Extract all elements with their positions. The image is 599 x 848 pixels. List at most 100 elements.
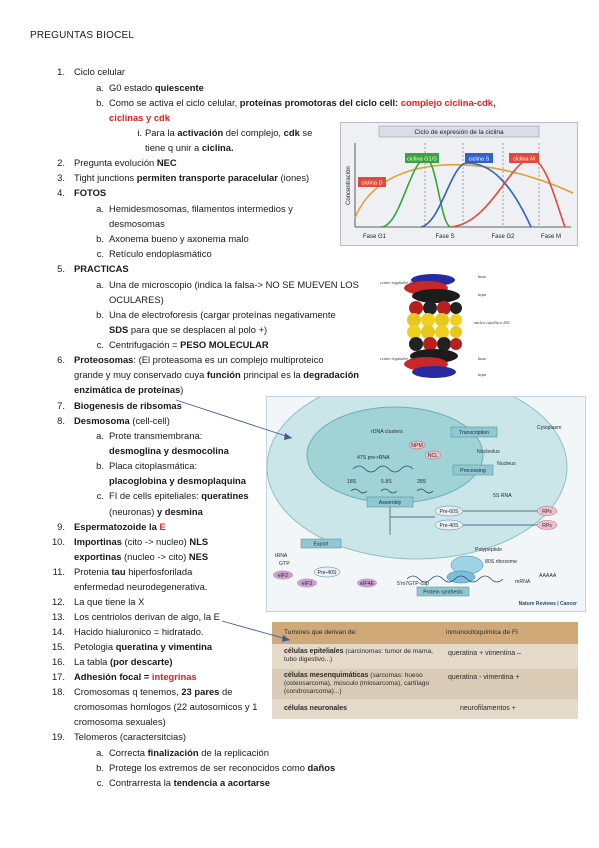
tumor-row-3-origin: células neuronales — [284, 705, 348, 712]
bold-fragment: NLS — [189, 536, 209, 547]
text-fragment: Tight junctions — [74, 172, 137, 183]
tumor-row-1-detail: (carcinomas: tumor de mama, tubo digesti… — [284, 648, 433, 663]
text-fragment: Placa citoplasmática: — [109, 460, 198, 471]
bold-fragment: Biogenesis de ribsomas — [74, 400, 182, 411]
tumor-table-head-1: Tumores que derivan de: — [284, 629, 358, 636]
text-fragment: OCULARES) — [109, 294, 164, 305]
item-number: i. — [137, 127, 142, 138]
cyclin-ylabel: Concentración — [346, 166, 352, 205]
tumor-row-1-ihc: queratina + vimentina – — [448, 650, 521, 657]
bold-fragment: Espermatozoide la — [74, 521, 160, 532]
item-text: tiene q unir a ciclina. — [145, 141, 234, 154]
item-number: a. — [96, 430, 104, 441]
item-text: Importinas (cito -> nucleo) NLS — [74, 535, 208, 548]
item-text: Los centriolos derivan de algo, la E — [74, 610, 220, 623]
label-transcription: Transcription — [459, 430, 489, 436]
item-number: 17. — [51, 671, 65, 682]
item-text: cromosoma sexuales) — [74, 715, 166, 728]
text-fragment: desmosomas — [109, 218, 165, 229]
highlight-fragment: E — [159, 521, 166, 532]
label-base-bottom: base — [478, 356, 486, 361]
text-fragment: enfermedad neurodegenerativa. — [74, 581, 208, 592]
bold-fragment: degradación — [303, 369, 360, 380]
item-number: a. — [96, 747, 104, 758]
text-fragment: FI de cells epiteliales: — [109, 490, 202, 501]
label-rdna-clusters: rDNA clusters — [371, 429, 403, 435]
label-ncl: NCL — [428, 453, 438, 459]
item-number: 14. — [51, 626, 65, 637]
text-fragment: se — [299, 127, 313, 138]
item-text: ciclinas y cdk — [109, 111, 170, 124]
item-number: c. — [96, 248, 104, 259]
label-18s: 18S — [347, 479, 357, 485]
cyclin-expression-figure: Ciclo de expresión de la ciclina Concent… — [340, 122, 578, 246]
label-tapa-bottom: tapa — [478, 372, 487, 377]
item-number: 4. — [57, 187, 65, 198]
text-fragment: para que se desplacen al polo +) — [128, 324, 268, 335]
proteasome-figure: centro regulador 19S base tapa núcleo ca… — [378, 270, 538, 382]
item-text: enfermedad neurodegenerativa. — [74, 580, 207, 593]
text-fragment: Ciclo celular — [74, 66, 126, 77]
bold-fragment: quiescente — [154, 82, 204, 93]
bold-fragment: NES — [188, 551, 209, 562]
label-pre40s-cyto: Pre-40S — [317, 570, 337, 576]
label-base-top: base — [478, 274, 486, 279]
cyclin-chart-svg: Ciclo de expresión de la ciclina Concent… — [346, 125, 574, 240]
item-number: a. — [96, 279, 104, 290]
label-5s-rna: 5S RNA — [493, 493, 512, 499]
label-npm: NPM — [411, 443, 423, 449]
label-rps-1: RPs — [542, 509, 552, 515]
item-number: 18. — [51, 686, 65, 697]
text-fragment: hiperfosforilada — [125, 566, 193, 577]
label-trna: tRNA — [275, 553, 288, 559]
label-gtp: GTP — [279, 561, 290, 567]
text-fragment: La tabla — [74, 656, 110, 667]
figure-credit: Nature Reviews | Cancer — [519, 601, 577, 607]
label-eif4e: eIF4E — [360, 581, 374, 587]
text-fragment: Telomeros (caractersitcias) — [74, 731, 187, 742]
text-fragment: La que tiene la X — [74, 596, 145, 607]
highlight-fragment: integrinas — [151, 671, 197, 682]
text-fragment: G0 estado — [109, 82, 155, 93]
item-text: desmosomas — [109, 217, 165, 230]
bold-fragment: NEC — [156, 157, 177, 168]
phase-m: Fase M — [541, 234, 561, 240]
item-number: b. — [96, 309, 104, 320]
item-text: La que tiene la X — [74, 595, 144, 608]
item-text: OCULARES) — [109, 293, 164, 306]
ribosome-biogenesis-figure: rDNA clusters 47S pre-rRNA Transcription… — [266, 374, 586, 612]
text-fragment: Prote transmembrana: — [109, 430, 203, 441]
item-text: Ciclo celular — [74, 65, 125, 78]
item-text: PRACTICAS — [74, 262, 129, 275]
bold-fragment: queratines — [201, 490, 249, 501]
item-number: c. — [96, 777, 104, 788]
text-fragment: de — [219, 686, 233, 697]
bold-fragment: activación — [177, 127, 224, 138]
text-fragment: : (El proteasoma es un complejo multipro… — [133, 354, 324, 365]
text-fragment: Los centriolos derivan de algo, la E — [74, 611, 220, 622]
bold-fragment: función — [206, 369, 241, 380]
item-text: Pregunta evolución NEC — [74, 156, 177, 169]
text-fragment: (cito -> nucleo) — [121, 536, 190, 547]
text-fragment: tiene q unir a — [145, 142, 202, 153]
item-number: 5. — [57, 263, 65, 274]
tumor-table: Tumores que derivan de: inmunocitoquímic… — [272, 622, 578, 719]
phase-g2: Fase G2 — [491, 234, 515, 240]
item-text: Una de electroforesis (cargar proteínas … — [109, 308, 336, 321]
text-fragment: Como se activa el ciclo celular, — [109, 97, 240, 108]
item-text: Desmosoma (cell-cell) — [74, 414, 170, 427]
bold-fragment: queratina y vimentina — [115, 641, 213, 652]
text-fragment: Retículo endoplasmático — [109, 248, 212, 259]
item-number: 13. — [51, 611, 65, 622]
text-fragment: cromosoma sexuales) — [74, 716, 166, 727]
tumor-table-row: células epiteliales (carcinomas: tumor d… — [272, 644, 578, 669]
label-80s: 80S ribosome — [485, 559, 517, 565]
item-number: c. — [96, 490, 104, 501]
bold-fragment: Proteosomas — [74, 354, 134, 365]
item-text: FOTOS — [74, 186, 106, 199]
item-text: Placa citoplasmática: — [109, 459, 197, 472]
item-text: SDS para que se desplacen al polo +) — [109, 323, 267, 336]
item-text: Cromosomas q tenemos, 23 pares de — [74, 685, 232, 698]
tumor-row-2-ihc: queratina - vimentina + — [448, 674, 520, 681]
bold-fragment: Desmosoma — [74, 415, 130, 426]
